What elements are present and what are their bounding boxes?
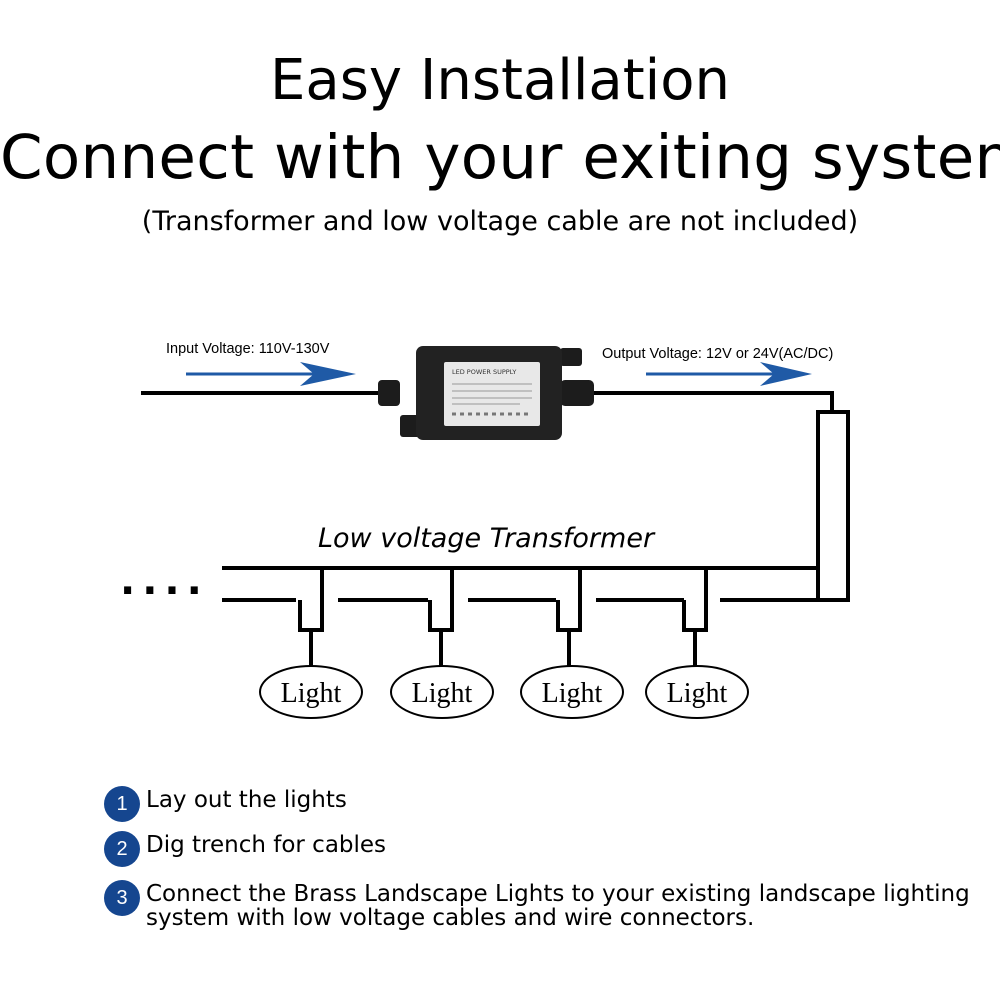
device-label: LED POWER SUPPLY <box>452 368 516 376</box>
input-voltage-label: Input Voltage: 110V-130V <box>166 341 330 357</box>
page-title: Easy Installation <box>270 48 730 113</box>
step-text-3: Connect the Brass Landscape Lights to yo… <box>146 881 970 931</box>
light-connectors: Light Light Light Light <box>259 568 749 719</box>
step-3: 3 Connect the Brass Landscape Lights to … <box>104 876 976 930</box>
step-2: 2 Dig trench for cables <box>104 827 976 867</box>
output-arrow <box>646 362 812 386</box>
step-number-1: 1 <box>104 786 140 822</box>
step-text-1: Lay out the lights <box>146 787 347 813</box>
step-number-3: 3 <box>104 880 140 916</box>
light-ellipse <box>520 665 624 719</box>
light-label: Light <box>281 678 342 709</box>
led-power-supply: LED POWER SUPPLY <box>378 346 594 440</box>
connector-wire <box>556 568 582 668</box>
light-ellipse <box>390 665 494 719</box>
connector-wire <box>428 568 454 668</box>
light-ellipse <box>259 665 363 719</box>
step-text-2: Dig trench for cables <box>146 832 387 858</box>
light-assembly-4: Light <box>645 568 749 719</box>
output-voltage-label: Output Voltage: 12V or 24V(AC/DC) <box>602 346 833 362</box>
step-number-2: 2 <box>104 831 140 867</box>
note-text: (Transformer and low voltage cable are n… <box>141 206 859 237</box>
output-wire <box>594 391 834 412</box>
page-subtitle: Connect with your exiting system <box>0 122 1000 193</box>
input-arrow <box>186 362 356 386</box>
light-label: Light <box>542 678 603 709</box>
transformer-label: Low voltage Transformer <box>318 523 656 554</box>
connector-wire <box>682 568 708 668</box>
light-label: Light <box>412 678 473 709</box>
connector-wire <box>298 568 324 668</box>
light-label: Light <box>667 678 728 709</box>
light-assembly-3: Light <box>520 568 624 719</box>
light-assembly-1: Light <box>259 568 363 719</box>
step-1: 1 Lay out the lights <box>104 782 976 822</box>
main-cable <box>222 410 850 602</box>
light-assembly-2: Light <box>390 568 494 719</box>
light-ellipse <box>645 665 749 719</box>
continuation-dots: .... <box>120 558 209 604</box>
